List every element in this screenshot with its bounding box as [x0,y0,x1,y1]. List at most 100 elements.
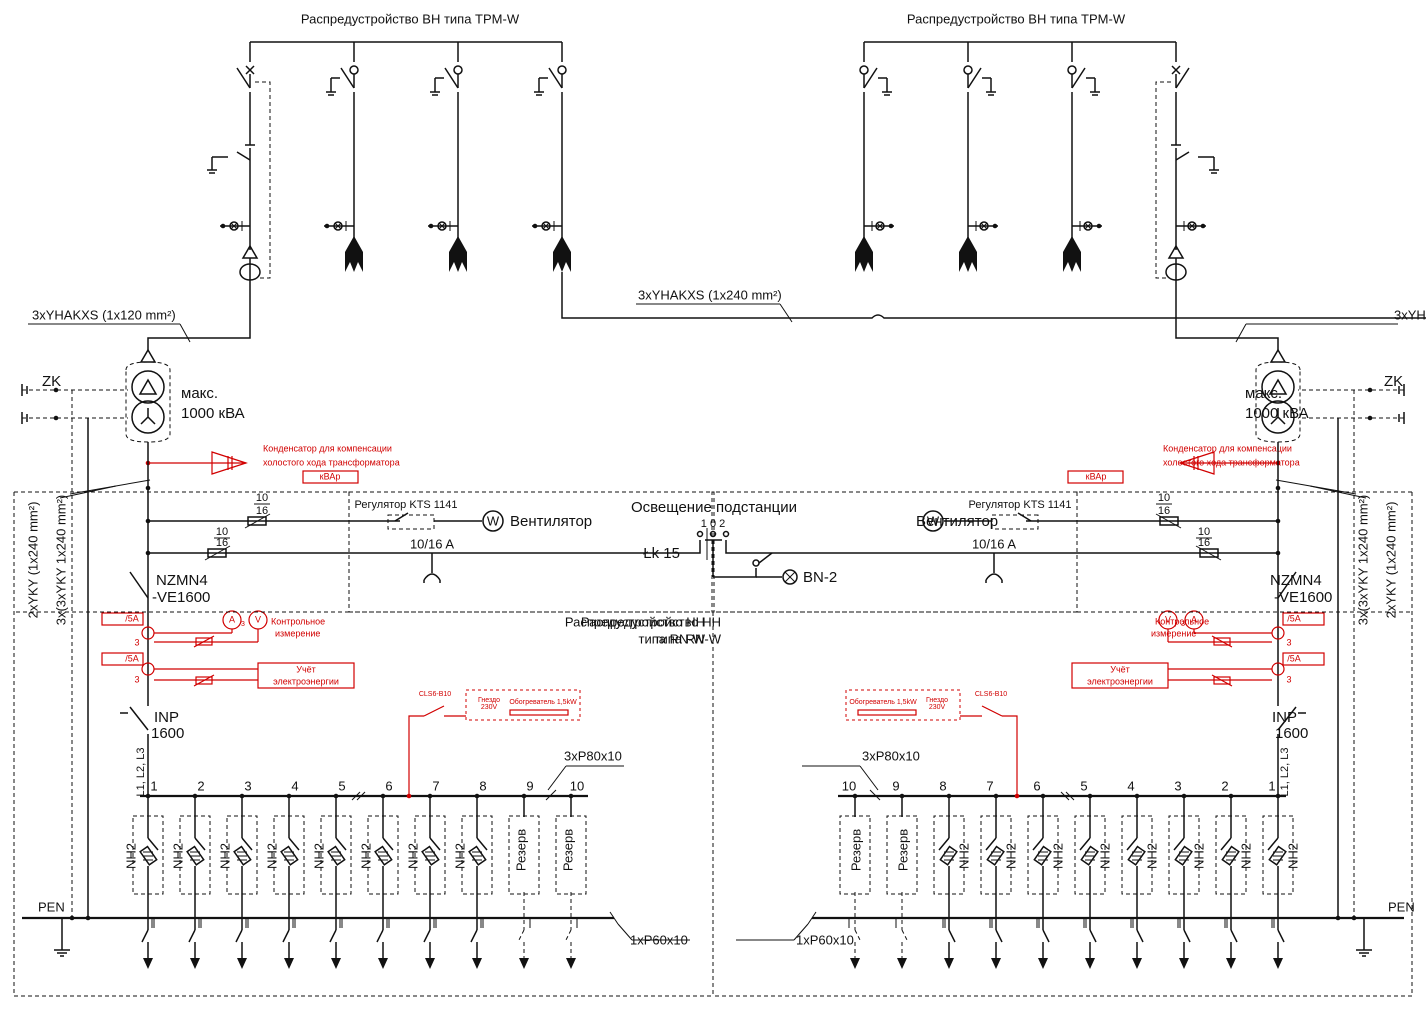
hv-cable-label: 3xYHAKXS (1x120 mm²) [32,307,176,322]
busbar-label: 3xP80x10 [564,748,622,763]
junction-dot [1275,485,1281,491]
heater-element-icon [509,709,569,716]
ct-count: 3 [1286,674,1291,684]
hv-interconnect-cable [561,272,1426,319]
control-measure-label-pos: Контрольное [271,616,325,626]
fuse-switch-blade [1267,837,1279,851]
indicator-lamp-icon [875,221,885,231]
fuse-switch-blade [1173,837,1185,851]
transformer-rating-pos: макс. [1245,385,1282,402]
breaker-label: NZMN4 [156,572,208,589]
hv-board-title: Распредустройство ВН типа TPM-W [301,11,520,26]
load-break-switch [1071,67,1086,89]
capacitor-label-pos: холостого хода трансформатора [263,457,400,467]
feeder-number-pos: 9 [892,778,899,793]
outgoing-arrow-icon [850,958,860,969]
heater-breaker-label-pos: CLS6-B10 [419,691,451,698]
heater-label: Обогреватель 1,5kW [509,698,577,706]
fuse-switch-blade [1079,837,1091,851]
capacitor-label-flip: холостого хода трансформатора [1163,457,1300,467]
cable-end-icon [139,348,157,363]
voltmeter-symbol: V [1165,614,1171,624]
indicator-lamp-cross [542,222,550,230]
fuse-type-label-flip: NH2 [956,843,971,869]
pen-bar-label: 1xP60x10 [630,932,688,947]
fuse-switch-blade [1032,837,1044,851]
fuse-slash [1155,513,1182,529]
lighting-title: Освещение подстанции [631,499,797,516]
heater-box [845,689,961,721]
outgoing-arrow-icon [284,958,294,969]
fuse-value: 10 [256,492,268,504]
hv-interconnect-label: 3xYHAKXS (1x240 mm²) [638,287,782,302]
inp-label: INP [1272,709,1297,726]
lv-cable-label: 2xYKY (1x240 mm²) [1383,502,1398,619]
feeder-number: 7 [986,778,993,793]
capacitor-label: холостого хода трансформатора [263,457,400,467]
fuse-slash [1195,545,1222,561]
heater-label-pos: Обогреватель 1,5kW [849,698,917,706]
hv-terminal-icon [859,65,869,75]
meter-count-pos: 3 [241,621,245,628]
feeder-number: 7 [432,778,439,793]
outgoing-cable [188,929,196,943]
delta-icon [138,378,158,395]
busbar-label-flip: 3xP80x10 [862,748,920,763]
outgoing-cable [141,929,149,943]
feeder-number-pos: 2 [1221,778,1228,793]
indicator-dot [532,223,538,229]
pen-tick [609,911,619,925]
ct-count-pos: 3 [1286,674,1291,684]
fuse-value-pos: 10 [256,492,268,504]
junction-dot [145,518,151,524]
feeder-number: 9 [526,778,533,793]
transformer-housing [125,361,171,443]
socket-label: Гнездо [926,697,948,704]
transformer-rating: макс. [181,385,218,402]
kvar-label-pos: кВАр [320,471,341,481]
busbar-tap-dot [380,793,386,799]
lv-board-title: типа RN-W [639,631,706,646]
capacitor-triangle [1178,451,1215,475]
transformer-hv-winding [1261,370,1295,404]
wye-icon [1270,408,1286,425]
fan-label-pos: Вентилятор [916,513,998,530]
fuse-trip-link [1155,81,1171,279]
feeder-number-pos: 5 [1080,778,1087,793]
hv-terminal-icon [1067,65,1077,75]
outgoing-arrow-icon [897,958,907,969]
lamp-switch-contact [752,559,760,567]
fuse-value-flip: 16 [1158,505,1170,517]
fuse-slash [244,513,271,529]
cable-end-icon [1269,348,1287,363]
fuse-type-label-pos: NH2 [405,843,420,869]
switch-disconnector [1175,67,1190,89]
indicator-lamp-cross [334,222,342,230]
socket-label-pos: 230V [929,704,946,711]
feeder-number: 6 [1033,778,1040,793]
busbar-label-pos: 3xP80x10 [564,748,622,763]
fuse-icon [1159,516,1179,526]
feeder-number: 2 [1221,778,1228,793]
feeder-number-pos: 4 [291,778,298,793]
hv-terminal-icon [963,65,973,75]
switch-label: Łk 15 [643,545,680,562]
hv-board-title-flip: Распредустройство ВН типа TPM-W [907,11,1126,26]
cable-leader-tick [179,323,191,343]
ct-rating: /5A [125,653,139,663]
outgoing-arrow-icon [1038,958,1048,969]
busbar-tap-dot [239,793,245,799]
voltmeter-symbol-pos: V [1165,614,1171,624]
outgoing-arrow-icon [143,958,153,969]
fuse-type-label-pos: NH2 [123,843,138,869]
fuse-value-flip: 10 [1198,526,1210,538]
indicator-lamp-icon [541,221,551,231]
outgoing-arrow-icon [378,958,388,969]
cable-termination-icon [449,236,467,272]
fuse-switch-blade [938,837,950,851]
kvar-box [1067,470,1124,484]
meter-count-flip: 3 [1181,621,1185,628]
fuse-type-label-pos: NH2 [264,843,279,869]
phases-label: L1, L2, L3 [1279,748,1291,797]
fuse-type-label-pos: NH2 [1144,843,1159,869]
